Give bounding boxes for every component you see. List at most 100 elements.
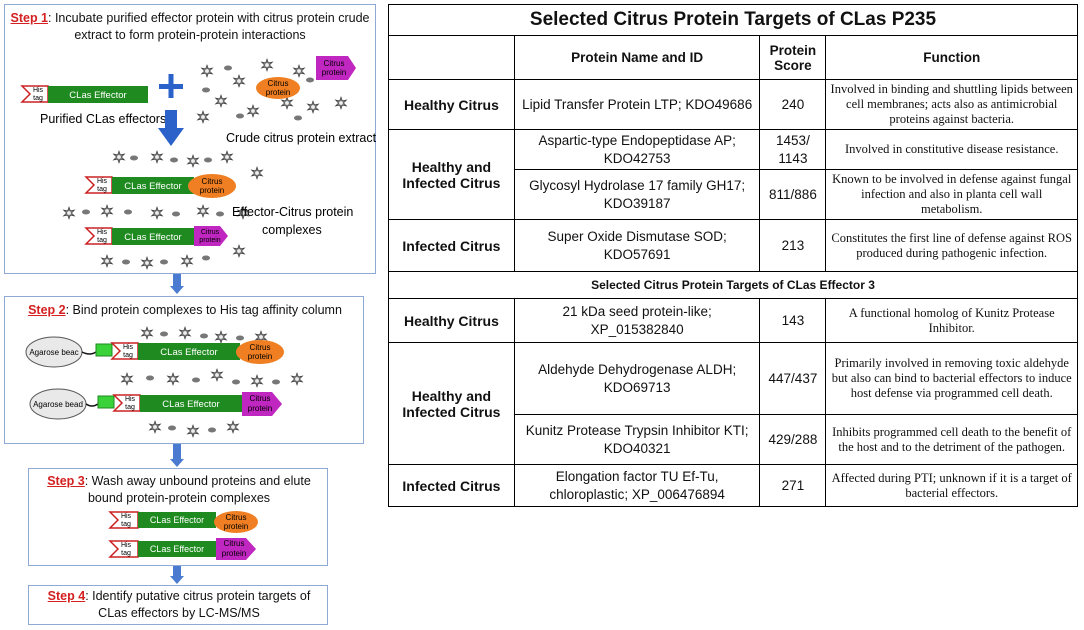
protein-score-cell: 1453/ 1143 [759,129,827,170]
protein-score-cell: 811/886 [759,169,827,220]
step3-label: Step 3 [47,474,85,488]
svg-text:CLas Effector: CLas Effector [124,181,181,192]
category-cell: Healthy Citrus [388,79,515,130]
category-cell: Healthy and Infected Citrus [388,342,515,465]
svg-text:Citrus: Citrus [201,229,220,236]
protein-name-cell: Lipid Transfer Protein LTP; KDO49686 [513,79,761,130]
step1-description: : Incubate purified effector protein wit… [48,11,370,42]
header-protein-name: Protein Name and ID [513,35,761,80]
complex-orange-icon: His tag CLas Effector Citrus protein [84,174,236,198]
purified-label: Purified CLas effectors [40,112,166,126]
table-row: Healthy and Infected Citrus Aspartic-typ… [388,129,1078,220]
svg-text:His: His [97,229,108,236]
svg-text:Citrus: Citrus [224,539,245,548]
svg-text:protein: protein [200,186,224,195]
effector-icon: CLas Effector [48,86,153,103]
eluted-complex-magenta-icon: His tag CLas Effector Citrus protein [108,538,256,560]
step2-label: Step 2 [28,303,66,317]
svg-text:Citrus: Citrus [226,513,247,522]
complex-label-2: complexes [262,223,322,237]
step2-description: : Bind protein complexes to His tag affi… [65,303,342,317]
effector-text: CLas Effector [69,90,126,101]
protein-text: protein [322,68,346,77]
step4-text: Step 4: Identify putative citrus protein… [36,588,322,622]
svg-text:CLas Effector: CLas Effector [150,515,204,525]
svg-text:protein: protein [199,237,221,244]
protein-score-cell: 240 [759,79,827,130]
table-title: Selected Citrus Protein Targets of CLas … [388,4,1078,36]
step4-box [28,585,328,625]
step1-text: Step 1: Incubate purified effector prote… [10,10,370,44]
protein-score-cell: 271 [759,464,827,507]
complex-particles [62,150,264,270]
his-tag-icon: His tag [20,85,49,103]
svg-text:His: His [121,513,132,520]
protein-name-cell: 21 kDa seed protein-like; XP_015382840 [513,298,761,343]
header-function: Function [825,35,1078,80]
svg-text:His: His [121,542,132,549]
svg-text:CLas Effector: CLas Effector [124,232,181,243]
step4-label: Step 4 [47,589,86,603]
svg-text:CLas Effector: CLas Effector [162,399,219,410]
svg-text:protein: protein [222,549,246,558]
protein-name-cell: Glycosyl Hydrolase 17 family GH17; KDO39… [513,169,761,220]
svg-text:CLas Effector: CLas Effector [150,544,204,554]
function-cell: Constitutes the first line of defense ag… [825,219,1078,272]
step3-text: Step 3: Wash away unbound proteins and e… [34,473,324,507]
protein-score-cell: 447/437 [759,342,827,415]
function-cell: A functional homolog of Kunitz Protease … [825,298,1078,343]
table-row: Glycosyl Hydrolase 17 family GH17; KDO39… [389,169,1078,220]
protein-name-cell: Super Oxide Dismutase SOD; KDO57691 [513,219,761,272]
protein-name-cell: Aldehyde Dehydrogenase ALDH; KDO69713 [513,342,761,415]
step4-description: : Identify putative citrus protein targe… [85,589,311,620]
complex-label-1: Effector-Citrus protein [232,205,353,219]
svg-text:protein: protein [248,404,272,413]
workflow-illustration: His tag CLas Effector Purified CLas effe… [20,56,377,560]
tag-text: tag [33,95,43,102]
protein-text: protein [266,88,290,97]
step2-text: Step 2: Bind protein complexes to His ta… [10,302,360,319]
svg-text:tag: tag [97,186,107,193]
svg-text:tag: tag [121,521,131,528]
svg-text:tag: tag [125,404,135,411]
table-row: Healthy Citrus Lipid Transfer Protein LT… [388,79,1078,130]
protein-score-cell: 143 [759,298,827,343]
complex-magenta-icon: His tag CLas Effector Citrus protein [84,226,228,246]
svg-text:Agarose bead: Agarose bead [33,400,83,409]
svg-text:Citrus: Citrus [202,177,223,186]
function-cell: Involved in binding and shuttling lipids… [825,79,1078,130]
step2-box [4,296,364,444]
svg-text:Agarose beac: Agarose beac [29,348,78,357]
function-cell: Primarily involved in removing toxic ald… [825,342,1078,415]
incubation-arrow-icon [158,110,184,146]
protein-targets-table: Selected Citrus Protein Targets of CLas … [388,4,1078,507]
arrow-step2-to-step3 [170,444,184,467]
crude-label: Crude citrus protein extract [226,131,377,145]
svg-text:protein: protein [224,522,248,531]
svg-text:His: His [123,344,134,351]
protein-name-cell: Elongation factor TU Ef-Tu, chloroplasti… [513,464,761,507]
his-text: His [33,87,44,94]
arrow-step1-to-step2 [170,274,184,294]
protein-score-cell: 213 [759,219,827,272]
eluted-complex-orange-icon: His tag CLas Effector Citrus protein [108,511,258,533]
plus-icon [159,74,183,98]
function-cell: Known to be involved in defense against … [825,169,1078,220]
citrus-text: Citrus [324,59,345,68]
table-row: Infected Citrus Elongation factor TU Ef-… [388,464,1078,507]
table-row: Kunitz Protease Trypsin Inhibitor KTI; K… [389,414,1078,465]
protein-name-cell: Kunitz Protease Trypsin Inhibitor KTI; K… [513,414,761,465]
table-row: Healthy and Infected Citrus Aldehyde Deh… [388,342,1078,465]
category-cell: Healthy Citrus [388,298,515,343]
category-cell: Infected Citrus [388,219,515,272]
svg-text:tag: tag [123,352,133,359]
table-row: Healthy Citrus 21 kDa seed protein-like;… [388,298,1078,343]
svg-text:tag: tag [121,550,131,557]
header-protein-score: Protein Score [759,35,827,80]
protein-score-cell: 429/288 [759,414,827,465]
agarose-bead-icon: Agarose bead His tag CLas Effector Citru… [29,388,282,420]
svg-text:tag: tag [97,237,107,244]
header-empty [388,35,515,80]
category-cell: Healthy and Infected Citrus [388,129,515,220]
arrow-step3-to-step4 [170,566,184,584]
